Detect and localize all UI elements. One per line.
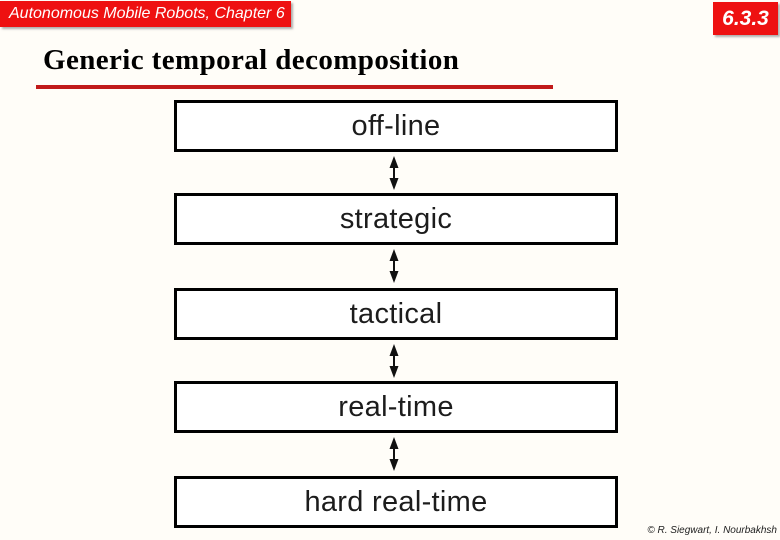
level-box-tactical: tactical bbox=[174, 288, 618, 340]
page-title: Generic temporal decomposition bbox=[43, 44, 460, 76]
level-box-real-time: real-time bbox=[174, 381, 618, 433]
double-arrow-icon bbox=[389, 344, 399, 378]
level-box-strategic: strategic bbox=[174, 193, 618, 245]
level-box-hard-real-time: hard real-time bbox=[174, 476, 618, 528]
section-number: 6.3.3 bbox=[722, 6, 769, 30]
copyright-credit: © R. Siegwart, I. Nourbakhsh bbox=[647, 525, 777, 536]
header-chapter-label: Autonomous Mobile Robots, Chapter 6 bbox=[9, 5, 285, 22]
level-label: hard real-time bbox=[304, 485, 488, 518]
double-arrow-icon bbox=[389, 156, 399, 190]
level-label: strategic bbox=[339, 202, 453, 235]
header-chapter-banner: Autonomous Mobile Robots, Chapter 6 bbox=[0, 1, 291, 27]
level-label: off-line bbox=[351, 109, 441, 142]
title-underline bbox=[36, 85, 553, 89]
double-arrow-icon bbox=[389, 437, 399, 471]
level-box-off-line: off-line bbox=[174, 100, 618, 152]
double-arrow-icon bbox=[389, 249, 399, 283]
section-number-badge: 6.3.3 bbox=[713, 2, 778, 35]
level-label: real-time bbox=[338, 390, 454, 423]
level-label: tactical bbox=[349, 297, 443, 330]
